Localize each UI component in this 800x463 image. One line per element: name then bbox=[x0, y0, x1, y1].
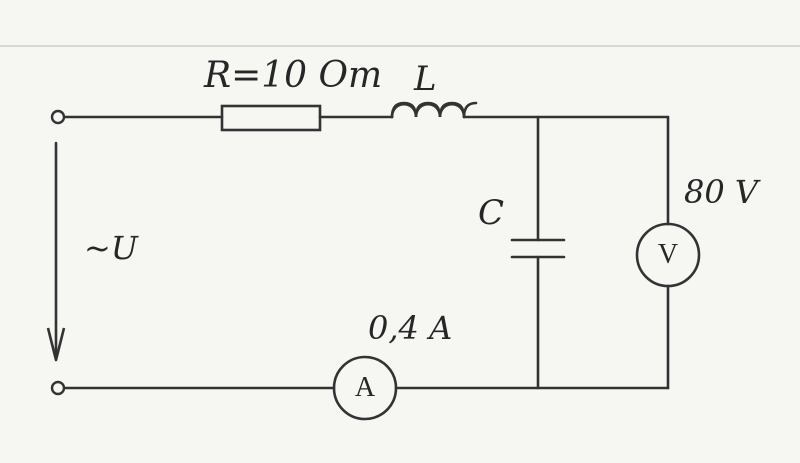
voltmeter-reading: 80 V bbox=[684, 173, 758, 211]
voltmeter-symbol: V bbox=[657, 239, 679, 270]
capacitor-label: C bbox=[478, 193, 505, 233]
arrow-down-icon bbox=[46, 327, 66, 362]
inductor-label: L bbox=[414, 59, 437, 99]
resistor-icon bbox=[220, 104, 322, 132]
terminal-icon bbox=[50, 109, 66, 125]
inductor-coil bbox=[390, 102, 466, 119]
source-voltage-label: ~U bbox=[84, 229, 138, 267]
resistor-label: R=10 Om bbox=[204, 55, 383, 96]
ammeter-reading: 0,4 A bbox=[368, 309, 453, 347]
terminal-icon bbox=[50, 380, 66, 396]
ammeter-symbol: A bbox=[354, 372, 376, 403]
